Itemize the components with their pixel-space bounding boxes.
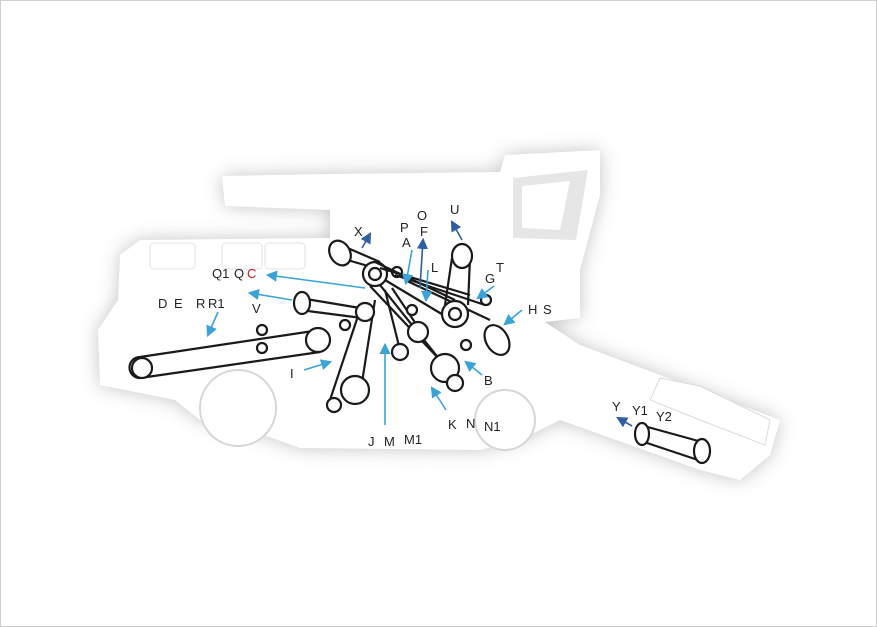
- label-b: B: [484, 373, 493, 388]
- pulley-lower-idler: [338, 318, 352, 332]
- arrow-f: [416, 237, 429, 289]
- pulley-x: [328, 239, 352, 267]
- label-p: P: [400, 220, 409, 235]
- label-d: D: [158, 296, 167, 311]
- label-h: H: [528, 302, 537, 317]
- label-e: E: [174, 296, 183, 311]
- label-u: U: [450, 202, 459, 217]
- arrow-a: [402, 249, 414, 286]
- pulley-n-idler: [405, 303, 419, 317]
- pulley-m: [390, 342, 410, 362]
- label-g: G: [485, 271, 495, 286]
- label-y2: Y2: [656, 409, 672, 424]
- arrow-r: [206, 311, 219, 338]
- label-i: I: [290, 366, 294, 381]
- belt-system: [128, 239, 712, 465]
- label-r: R: [196, 296, 205, 311]
- pulley-n: [406, 320, 430, 344]
- arrow-u: [450, 220, 463, 241]
- arrow-b: [464, 360, 483, 376]
- pulley-right-hub: [447, 306, 463, 322]
- arrow-g: [476, 285, 495, 300]
- label-y1: Y1: [632, 403, 648, 418]
- pulley-j: [339, 374, 371, 406]
- label-f: F: [420, 224, 428, 239]
- label-v: V: [252, 301, 261, 316]
- pulley-idler-v-lower: [255, 341, 269, 355]
- pulley-idler-v-upper: [255, 323, 269, 337]
- pulley-h: [483, 323, 511, 357]
- label-y: Y: [612, 399, 621, 414]
- pointer-arrows: [206, 220, 633, 428]
- arrow-h: [503, 309, 523, 326]
- belt-auger: [637, 424, 703, 462]
- belt-lower: [328, 287, 421, 401]
- pulley-g-idler: [479, 293, 493, 307]
- label-q: Q: [234, 266, 244, 281]
- label-l: L: [431, 260, 438, 275]
- arrow-i: [303, 359, 333, 371]
- arrow-k: [430, 386, 447, 411]
- arrow-l: [421, 269, 433, 303]
- label-t: T: [496, 260, 504, 275]
- pulley-lower-left: [354, 301, 376, 323]
- harvester-silhouette: [98, 150, 780, 480]
- label-r1: R1: [208, 296, 225, 311]
- arrow-x: [360, 232, 372, 249]
- belt-u: [443, 257, 472, 306]
- pulley-feeder-rear: [304, 326, 332, 354]
- pulley-auger-rear: [692, 437, 712, 465]
- label-a: A: [402, 235, 411, 250]
- pulley-k: [445, 373, 465, 393]
- pulley-u: [450, 242, 474, 270]
- label-x: X: [354, 224, 363, 239]
- label-c: C: [247, 266, 256, 281]
- pulley-q: [292, 290, 312, 316]
- pulley-j-small: [325, 396, 343, 414]
- arrow-y: [616, 416, 633, 428]
- pulley-feeder-front: [130, 356, 154, 380]
- label-o: O: [417, 208, 427, 223]
- arrow-q: [265, 270, 366, 289]
- label-j: J: [368, 434, 375, 449]
- label-q1: Q1: [212, 266, 229, 281]
- arrow-v: [247, 288, 293, 301]
- component-labels: X P A O F U L T G Q1 Q C D E R R1 V H S …: [158, 202, 672, 449]
- label-m: M: [384, 434, 395, 449]
- label-k: K: [448, 417, 457, 432]
- label-n: N: [466, 416, 475, 431]
- pulley-auger-front: [633, 421, 651, 447]
- label-n1: N1: [484, 419, 501, 434]
- pulley-main-hub: [367, 266, 383, 282]
- pulley-b-idler: [459, 338, 473, 352]
- label-m1: M1: [404, 432, 422, 447]
- label-s: S: [543, 302, 552, 317]
